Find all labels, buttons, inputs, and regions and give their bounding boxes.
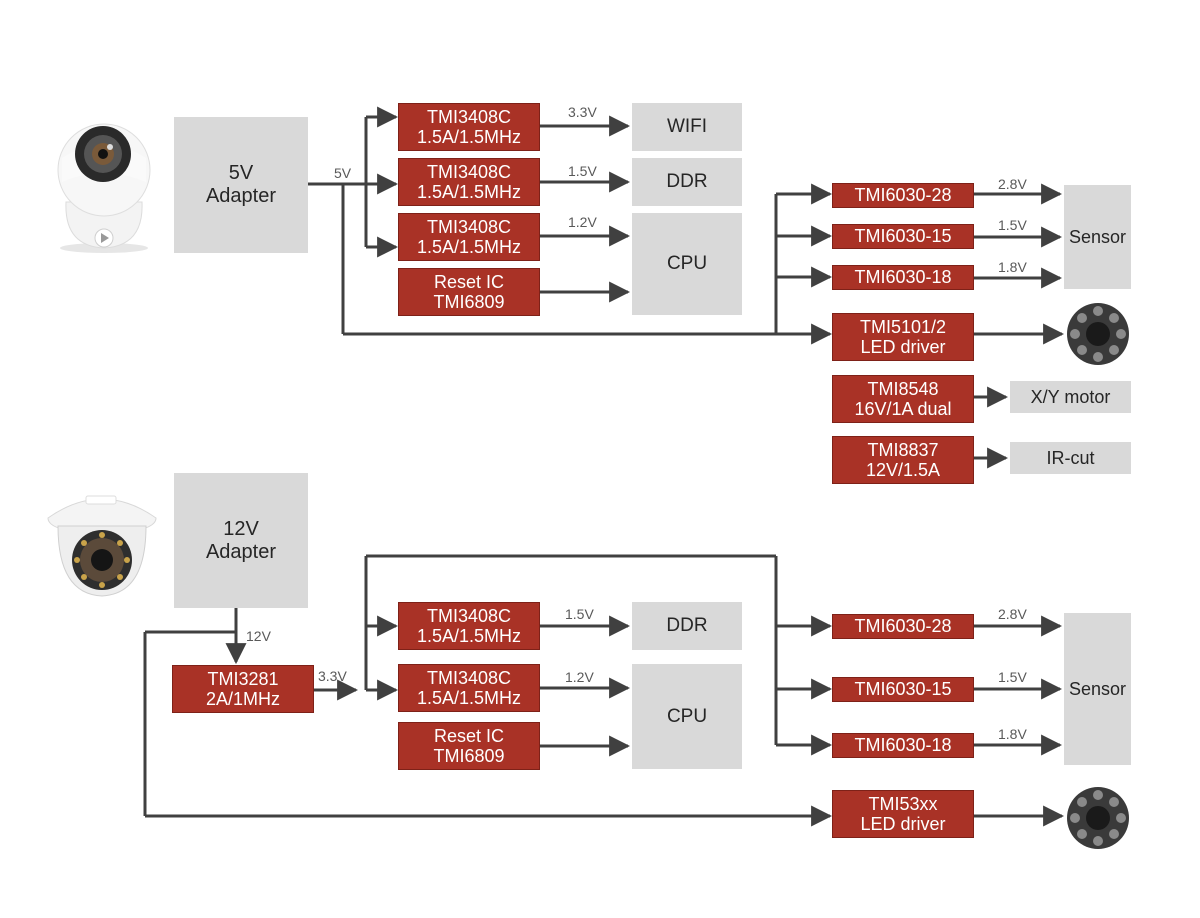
motor-driver-name: TMI8548 — [867, 378, 939, 399]
reset-ic-name: Reset IC — [433, 725, 505, 746]
rail-label: 3.3V — [318, 668, 347, 684]
adapter-5v-line1: 5V — [228, 162, 254, 185]
buck-converter: TMI3281 2A/1MHz — [172, 665, 314, 713]
rail-label: 3.3V — [568, 104, 597, 120]
rail-label: 1.5V — [565, 606, 594, 622]
regulator-name: TMI3408C — [426, 667, 512, 688]
regulator-spec: 1.5A/1.5MHz — [416, 182, 522, 202]
reset-ic-name: Reset IC — [433, 271, 505, 292]
rail-label: 1.5V — [998, 217, 1027, 233]
sensor-block: Sensor — [1064, 613, 1131, 765]
ircut-driver: TMI8837 12V/1.5A — [832, 436, 974, 484]
led-driver: TMI53xx LED driver — [832, 790, 974, 838]
ircut-driver-spec: 12V/1.5A — [865, 460, 941, 480]
ircut-driver-name: TMI8837 — [867, 439, 939, 460]
led-driver-label: LED driver — [860, 337, 946, 357]
ldo-18: TMI6030-18 — [832, 733, 974, 758]
led-driver: TMI5101/2 LED driver — [832, 313, 974, 361]
regulator-spec: 1.5A/1.5MHz — [416, 688, 522, 708]
ldo-15: TMI6030-15 — [832, 224, 974, 249]
ir-led-ring-icon — [1067, 787, 1129, 849]
regulator-spec: 1.5A/1.5MHz — [416, 626, 522, 646]
regulator-name: TMI3408C — [426, 216, 512, 237]
regulator-name: TMI3408C — [426, 161, 512, 182]
rail-label: 1.5V — [998, 669, 1027, 685]
ldo-18: TMI6030-18 — [832, 265, 974, 290]
rail-label: 1.5V — [568, 163, 597, 179]
ir-led-ring-icon — [1067, 303, 1129, 365]
ldo-15: TMI6030-15 — [832, 677, 974, 702]
regulator-cpu: TMI3408C 1.5A/1.5MHz — [398, 664, 540, 712]
rail-label: 1.2V — [565, 669, 594, 685]
adapter-12v-line1: 12V — [223, 517, 259, 540]
regulator-spec: 1.5A/1.5MHz — [416, 237, 522, 257]
regulator-ddr: TMI3408C 1.5A/1.5MHz — [398, 158, 540, 206]
regulator-spec: 1.5A/1.5MHz — [416, 127, 522, 147]
adapter-5v: 5V Adapter — [174, 117, 308, 253]
xy-motor-block: X/Y motor — [1010, 381, 1131, 413]
wifi-block: WIFI — [632, 103, 742, 151]
motor-driver-spec: 16V/1A dual — [854, 399, 952, 419]
ircut-block: IR-cut — [1010, 442, 1131, 474]
adapter-12v-line2: Adapter — [205, 540, 277, 563]
led-driver-label: LED driver — [860, 814, 946, 834]
rail-label: 1.8V — [998, 726, 1027, 742]
trunk-label-5v: 5V — [334, 165, 352, 181]
reset-ic: Reset IC TMI6809 — [398, 268, 540, 316]
ldo-28: TMI6030-28 — [832, 614, 974, 639]
reset-ic-part: TMI6809 — [433, 746, 505, 766]
ptz-dome-camera-icon — [57, 123, 151, 253]
regulator-cpu: TMI3408C 1.5A/1.5MHz — [398, 213, 540, 261]
adapter-5v-line2: Adapter — [205, 185, 277, 207]
reset-ic-part: TMI6809 — [433, 292, 505, 312]
regulator-wifi: TMI3408C 1.5A/1.5MHz — [398, 103, 540, 151]
motor-driver: TMI8548 16V/1A dual — [832, 375, 974, 423]
buck-name: TMI3281 — [207, 668, 279, 689]
cpu-block: CPU — [632, 213, 742, 315]
buck-spec: 2A/1MHz — [205, 689, 281, 709]
ddr-block: DDR — [632, 602, 742, 650]
led-driver-name: TMI53xx — [868, 793, 938, 814]
regulator-name: TMI3408C — [426, 605, 512, 626]
dome-camera-icon — [47, 495, 157, 597]
sensor-block: Sensor — [1064, 185, 1131, 289]
rail-label: 1.8V — [998, 259, 1027, 275]
reset-ic: Reset IC TMI6809 — [398, 722, 540, 770]
cpu-block: CPU — [632, 664, 742, 769]
adapter-12v: 12V Adapter — [174, 473, 308, 608]
ddr-block: DDR — [632, 158, 742, 206]
rail-label: 2.8V — [998, 606, 1027, 622]
rail-label: 1.2V — [568, 214, 597, 230]
regulator-name: TMI3408C — [426, 106, 512, 127]
rail-label: 2.8V — [998, 176, 1027, 192]
rail-label: 12V — [246, 628, 271, 644]
ldo-28: TMI6030-28 — [832, 183, 974, 208]
regulator-ddr: TMI3408C 1.5A/1.5MHz — [398, 602, 540, 650]
led-driver-name: TMI5101/2 — [859, 316, 947, 337]
